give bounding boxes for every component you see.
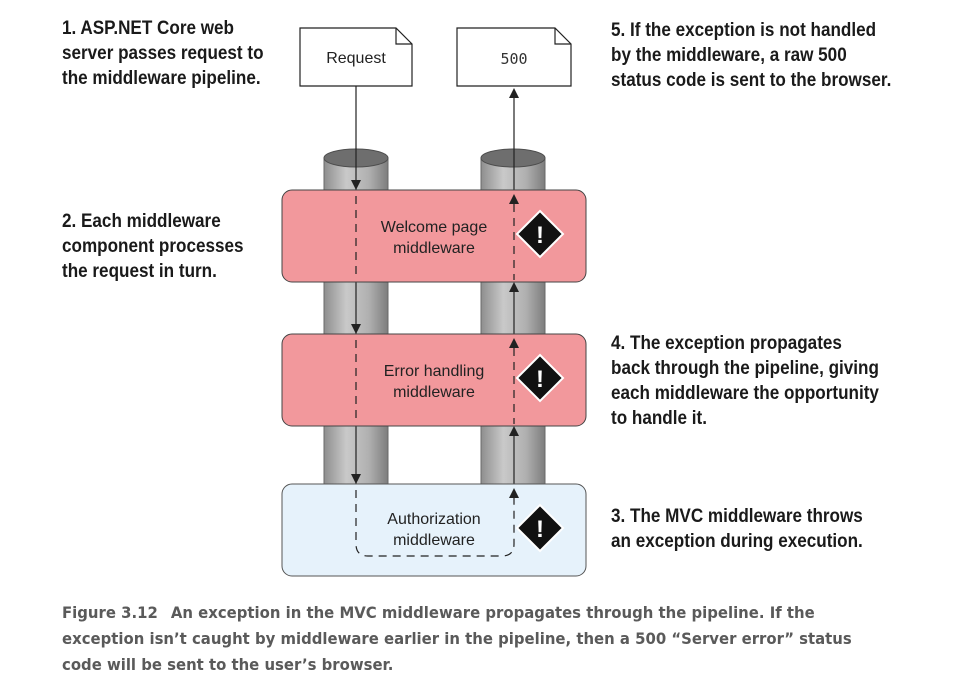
middleware-label-line1: Authorization [387, 511, 480, 528]
note-step-5: 5. If the exception is not handled by th… [611, 18, 891, 93]
middleware-label-line2: middleware [393, 384, 475, 401]
note-step-4: 4. The exception propagates back through… [611, 331, 879, 431]
middleware-label-line2: middleware [393, 240, 475, 257]
note-line: the middleware pipeline. [62, 68, 261, 89]
note-line: component processes [62, 236, 244, 257]
exception-icon: ! [515, 353, 565, 403]
note-step-3: 3. The MVC middleware throws an exceptio… [611, 504, 863, 554]
middleware-label-line2: middleware [393, 532, 475, 549]
note-line: 1. ASP.NET Core web [62, 18, 235, 39]
pipeline-diagram: Request 500 Welcome page middleware Erro… [281, 27, 587, 577]
note-step-2: 2. Each middleware component processes t… [62, 209, 244, 284]
middleware-label-line1: Error handling [384, 363, 485, 380]
figure-caption-text: An exception in the MVC middleware propa… [62, 603, 852, 674]
dashed-request-path [355, 196, 515, 557]
note-line: status code is sent to the browser. [611, 70, 892, 91]
note-line: 5. If the exception is not handled [611, 20, 877, 41]
note-line: 4. The exception propagates [611, 333, 842, 354]
dashed-arrowheads [509, 194, 519, 498]
note-line: 3. The MVC middleware throws [611, 506, 863, 527]
response-flow [509, 88, 519, 484]
request-document: Request [299, 27, 413, 87]
note-line: the request in turn. [62, 261, 217, 282]
note-line: each middleware the opportunity [611, 383, 879, 404]
note-line: back through the pipeline, giving [611, 358, 879, 379]
middleware-error-handling: Error handling middleware [281, 333, 587, 427]
middleware-authorization: Authorization middleware [281, 483, 587, 577]
note-line: server passes request to [62, 43, 264, 64]
svg-text:!: ! [536, 222, 544, 249]
exception-icon: ! [515, 503, 565, 553]
note-line: an exception during execution. [611, 531, 863, 552]
request-flow [351, 86, 361, 484]
note-step-1: 1. ASP.NET Core web server passes reques… [62, 16, 264, 91]
svg-text:!: ! [536, 366, 544, 393]
middleware-label-line1: Welcome page [381, 219, 488, 236]
note-line: 2. Each middleware [62, 211, 221, 232]
exception-icon: ! [515, 209, 565, 259]
status-code-label: 500 [500, 50, 527, 68]
note-line: by the middleware, a raw 500 [611, 45, 847, 66]
response-document: 500 [456, 27, 572, 87]
figure-number: Figure 3.12 [62, 603, 158, 622]
note-line: to handle it. [611, 408, 707, 429]
middleware-welcome-page: Welcome page middleware [281, 189, 587, 283]
request-label: Request [326, 50, 386, 67]
svg-text:!: ! [536, 516, 544, 543]
